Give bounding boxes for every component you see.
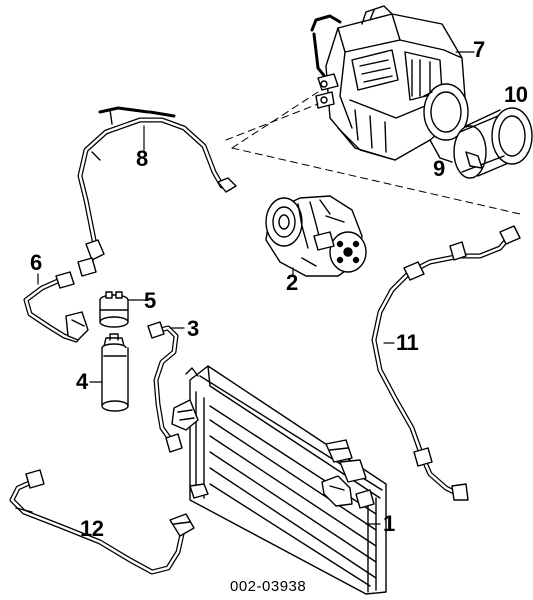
callout-8: 7 (473, 37, 485, 62)
callout-6: 6 (30, 250, 42, 275)
evaporator-unit (310, 5, 469, 163)
discharge-hose (23, 271, 89, 343)
blower-ring (453, 107, 533, 179)
diagram-code: 002-03938 (230, 578, 307, 595)
condenser (171, 365, 387, 595)
compressor (265, 195, 367, 277)
liquid-line (147, 321, 183, 453)
receiver-cap (99, 291, 129, 328)
callout-5: 5 (144, 288, 156, 313)
bottom-hose (9, 469, 195, 575)
callout-11: 11 (396, 330, 419, 355)
callout-1: 1 (383, 511, 395, 536)
long-hose (371, 225, 521, 501)
callout-12: 12 (80, 516, 104, 541)
callout-7: 8 (136, 146, 148, 171)
phantom-lines (225, 91, 521, 215)
leader-lines (37, 51, 475, 525)
callout-3: 3 (187, 316, 199, 341)
callout-10: 10 (504, 82, 528, 107)
callout-2: 2 (286, 270, 298, 295)
suction-hose (77, 106, 237, 277)
callout-9: 9 (433, 156, 445, 181)
callout-4: 4 (76, 369, 88, 394)
receiver-drier (101, 333, 129, 412)
